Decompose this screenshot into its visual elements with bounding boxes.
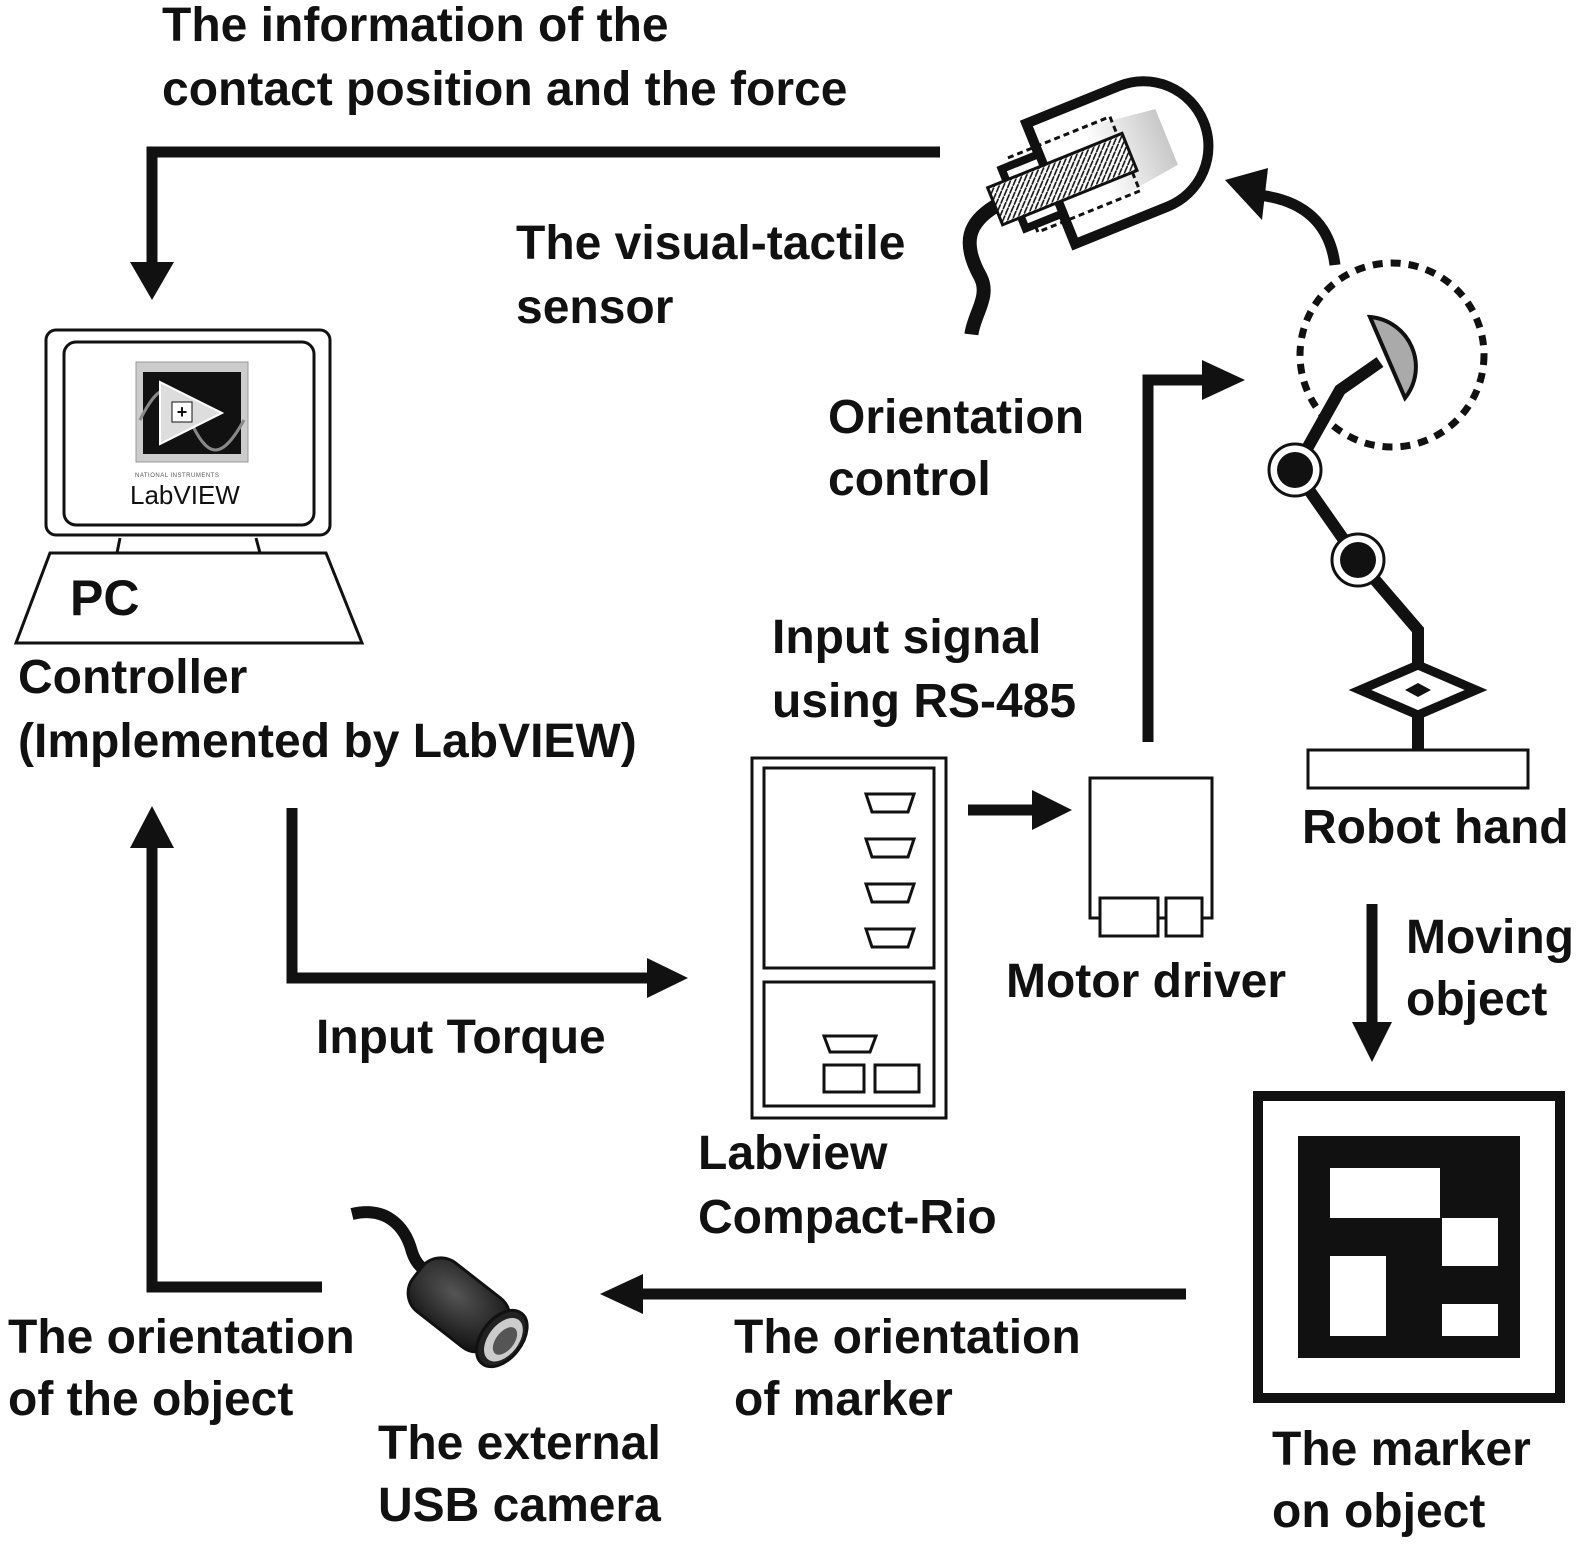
moving-object-arrow [1352, 904, 1392, 1062]
controller-label-line2: (Implemented by LabVIEW) [18, 715, 637, 768]
input-torque-label: Input Torque [316, 1011, 606, 1064]
camera-label-line2: USB camera [378, 1479, 661, 1532]
object-orientation-label-line2: of the object [8, 1373, 294, 1426]
labview-label-line1: Labview [698, 1127, 888, 1180]
moving-object-label-line1: Moving [1406, 911, 1574, 964]
labview-logo-icon: + [135, 361, 249, 463]
marker-orientation-arrow [600, 1274, 1186, 1314]
compact-rio-icon [750, 756, 948, 1120]
input-torque-arrow [286, 808, 688, 998]
contact-info-label-line1: The information of the [162, 0, 669, 52]
rs485-arrow [968, 790, 1072, 830]
usb-camera-icon [350, 1206, 529, 1369]
motor-driver-icon [1088, 776, 1214, 938]
orientation-control-label-line2: control [828, 453, 991, 506]
marker-orientation-label-line1: The orientation [734, 1311, 1081, 1364]
orientation-control-arrow [1142, 360, 1245, 742]
marker-label-line1: The marker [1272, 1423, 1531, 1476]
object-orientation-arrow [130, 806, 322, 1293]
sensor-label-line2: sensor [516, 281, 674, 334]
orientation-control-label-line1: Orientation [828, 391, 1085, 444]
contact-info-arrow [130, 146, 940, 300]
logo-maker: NATIONAL INSTRUMENTS [135, 473, 220, 479]
moving-object-label-line2: object [1406, 973, 1548, 1026]
controller-label-line1: Controller [18, 651, 248, 704]
robot-hand-icon [1267, 259, 1530, 790]
logo-brand: LabVIEW [130, 480, 240, 510]
robot-hand-label: Robot hand [1302, 801, 1569, 854]
marker-label-line2: on object [1272, 1485, 1486, 1538]
visual-tactile-sensor-icon [962, 76, 1214, 336]
camera-label-line1: The external [378, 1417, 661, 1470]
sensor-label-line1: The visual-tactile [516, 217, 906, 270]
svg-text:+: + [177, 402, 188, 422]
labview-label-line2: Compact-Rio [698, 1191, 997, 1244]
motor-driver-label: Motor driver [1006, 955, 1287, 1008]
object-orientation-label-line1: The orientation [8, 1311, 355, 1364]
contact-info-label-line2: contact position and the force [162, 63, 848, 116]
pc-label: PC [70, 570, 140, 626]
input-signal-label-line2: using RS-485 [772, 675, 1077, 728]
sensor-curved-arrow [1225, 168, 1341, 266]
input-signal-label-line1: Input signal [772, 611, 1042, 664]
marker-icon [1253, 1091, 1565, 1403]
marker-orientation-label-line2: of marker [734, 1373, 953, 1426]
